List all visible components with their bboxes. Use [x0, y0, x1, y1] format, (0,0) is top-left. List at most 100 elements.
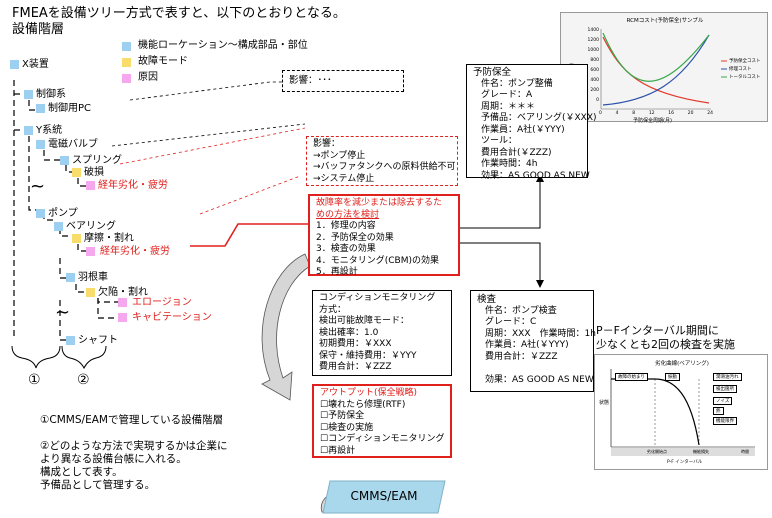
node-control: 制御系 — [36, 89, 66, 100]
rcm-y-ticks: 1400 1200 1000 800 600 400 200 0 — [585, 26, 599, 106]
methods-box: 故障率を減少または除去するた めの方法を検討 1．修理の内容 2．予防保全の効果… — [308, 194, 460, 277]
condition-line: コンディションモニタリング — [319, 293, 436, 303]
methods-item: 2．予防保全の効果 — [316, 232, 394, 243]
output-item: ☐予防保全 — [320, 411, 365, 421]
pm-line: 周期：＊＊＊ — [481, 101, 536, 112]
pf-box: 熱 — [713, 407, 724, 415]
insp-line: 作業員：A社(￥YYY) — [485, 340, 569, 350]
insp-title: 検査 — [477, 294, 497, 305]
insp-line — [477, 363, 587, 375]
y-tick: 400 — [590, 78, 599, 83]
node-swatch — [54, 222, 63, 231]
output-item: ☐壊れたら修理(RTF) — [320, 399, 406, 410]
node-swatch — [66, 273, 75, 282]
rcm-cost-chart: RCMコスト(予防保全)サンプル 1400 1200 1000 800 600 … — [560, 12, 768, 124]
output-item: ☐再設計 — [320, 445, 356, 456]
x-tick: 8 — [632, 111, 636, 116]
pm-line: グレード：A — [481, 90, 533, 100]
pm-line: ツール： — [481, 136, 518, 146]
legend-label: 機能ローケーション～構成部品・部位 — [138, 40, 308, 51]
note-2-line: ②どのような方法で実現するかは企業に — [40, 440, 228, 452]
y-tick: 200 — [590, 88, 599, 93]
legend-pink-swatch — [122, 74, 131, 83]
node-swatch — [72, 168, 81, 177]
effect-small-box: 影響：･･･ — [282, 70, 404, 92]
pf-box: 検出箇所 — [713, 385, 737, 393]
node-bearing: ベアリング — [66, 221, 116, 232]
legend-entry: トータルコスト — [729, 75, 761, 80]
legend-yellow-swatch — [122, 58, 131, 67]
effect-line: 影響： — [313, 139, 341, 149]
node-swatch — [60, 156, 69, 165]
tilde-mark: ~ — [55, 302, 71, 323]
note-2-line: より異なる設備台帳に入れる。 — [40, 453, 187, 465]
condition-line: 検出可能故障モード： — [319, 316, 410, 326]
node-aging2: 経年劣化・疲労 — [100, 246, 170, 257]
pf-x-label: 劣化開始点 — [647, 449, 667, 454]
node-control-pc: 制御用PC — [48, 103, 92, 114]
legend-blue-swatch — [122, 42, 131, 51]
output-item: ☐コンディションモニタリング — [320, 434, 445, 444]
x-tick: 16 — [668, 111, 675, 116]
node-swatch — [86, 288, 95, 297]
cmms-eam-label: CMMS/EAM — [350, 489, 418, 503]
pf-box: 故障の始まり — [615, 373, 648, 381]
node-breakage: 破損 — [84, 167, 104, 178]
x-tick: 24 — [707, 111, 713, 116]
pf-x-label: 時間 — [741, 449, 749, 454]
y-tick: 600 — [590, 68, 599, 73]
node-swatch — [24, 126, 33, 135]
legend-item: 故障モード — [122, 56, 342, 70]
rcm-x-ticks: 0 4 8 12 16 20 24 — [599, 111, 713, 116]
node-shaft: シャフト — [78, 335, 118, 346]
pf-curve-chart: 劣化曲線(ベアリング) 状態 故障の始まり 振動 潤滑油汚れ 検出箇所 ノイズ … — [594, 354, 768, 470]
methods-item: 3．検査の効果 — [316, 244, 376, 254]
pf-plot — [610, 369, 755, 456]
methods-title: 故障率を減少または除去するた — [316, 198, 443, 208]
node-chip: 欠陥・割れ — [98, 287, 148, 298]
legend-entry: 修理コスト — [729, 67, 752, 72]
insp-line: 効果：AS GOOD AS NEW — [485, 374, 594, 385]
effect-line: →システム停止 — [313, 173, 375, 184]
methods-item: 5．再設計 — [316, 267, 358, 277]
heading: FMEAを設備ツリー方式で表すと、以下のとおりとなる。 設備階層 — [12, 6, 346, 38]
node-swatch — [118, 313, 127, 322]
heading-line1: FMEAを設備ツリー方式で表すと、以下のとおりとなる。 — [12, 6, 346, 21]
methods-item: 1．修理の内容 — [316, 221, 376, 231]
pf-y-label: 状態 — [599, 400, 610, 406]
pm-line: 効果：AS GOOD AS NEW — [481, 170, 590, 181]
node-erosion: エロージョン — [132, 297, 192, 308]
pm-title: 予防保全 — [473, 67, 512, 78]
pf-chart-title: 劣化曲線(ベアリング) — [655, 361, 709, 367]
node-impeller: 羽根車 — [78, 272, 108, 283]
condition-line: 初期費用：￥XXX — [319, 339, 392, 349]
preventive-maintenance-box: 予防保全 件名：ポンプ整備 グレード：A 周期：＊＊＊ 予備品：ベアリング(￥X… — [466, 64, 597, 181]
node-swatch — [24, 90, 33, 99]
pf-box: ノイズ — [713, 397, 733, 405]
node-pump: ポンプ — [48, 208, 78, 219]
node-root: X装置 — [22, 59, 49, 70]
cmms-eam-shape: CMMS/EAM — [322, 480, 446, 514]
node-swatch — [66, 336, 75, 345]
tilde-mark: ~ — [30, 176, 46, 197]
x-tick: 12 — [648, 111, 655, 116]
rcm-legend: 予防保全コスト 修理コスト トータルコスト — [729, 58, 761, 82]
condition-line: 保守・維持費用：￥YYY — [319, 350, 417, 361]
marker-2: ② — [77, 372, 90, 388]
node-swatch — [86, 181, 95, 190]
note-1: ①CMMS/EAMで管理している設備階層 — [40, 414, 224, 426]
legend-label: 原因 — [138, 72, 158, 83]
condition-monitoring-box: コンディションモニタリング 方式： 検出可能故障モード： 検出確率：1.0 初期… — [312, 290, 452, 376]
total-cost-line — [602, 32, 710, 82]
effect-box: 影響： →ポンプ停止 →バッファタンクへの原料供給不可 →システム停止 — [306, 136, 458, 186]
effect-line: →ポンプ停止 — [313, 150, 366, 161]
condition-line: 費用合計：￥ZZZ — [319, 362, 392, 372]
pf-caption-line: P－Fインターバル期間に — [596, 324, 719, 337]
node-swatch — [36, 104, 45, 113]
condition-line: 方式： — [319, 304, 347, 315]
x-tick: 4 — [615, 111, 619, 116]
rcm-plot — [600, 29, 727, 110]
note-2: ②どのような方法で実現するかは企業に より異なる設備台帳に入れる。 構成として表… — [40, 440, 228, 492]
x-tick: 20 — [687, 111, 694, 116]
note-2-line: 予備品として管理する。 — [40, 479, 156, 491]
